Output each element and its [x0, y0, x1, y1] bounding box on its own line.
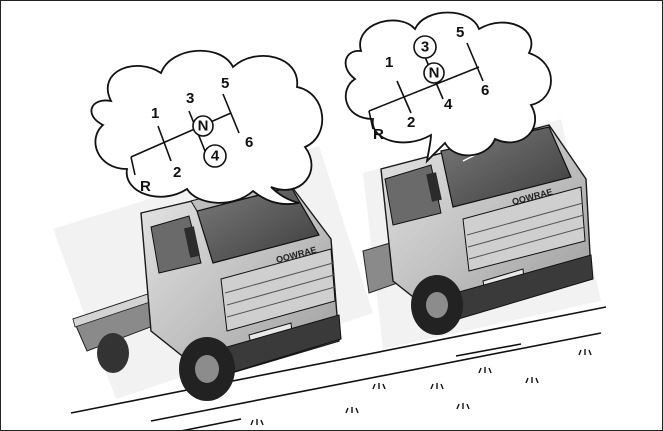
gear-label-2: 2: [407, 114, 415, 131]
gear-label-1: 1: [385, 54, 393, 71]
gear-label-2: 2: [173, 164, 181, 181]
gear-label-r: R: [140, 178, 151, 195]
neutral-label: N: [429, 65, 440, 82]
road-dash: [181, 419, 241, 431]
gear-label-5: 5: [221, 75, 229, 92]
gear-label-4: 4: [211, 148, 220, 165]
thought-bubble-right: R 1 2 3 4 5 6 N: [346, 13, 551, 162]
thought-bubble-left: R 1 2 3 4 5 6 N: [91, 51, 322, 204]
gear-label-3: 3: [421, 39, 429, 56]
gear-label-r: R: [373, 126, 384, 143]
neutral-label: N: [198, 118, 209, 135]
gear-label-4: 4: [444, 96, 453, 113]
grass-tufts: [251, 349, 591, 425]
gear-label-1: 1: [151, 105, 159, 122]
gear-label-6: 6: [245, 134, 253, 151]
gear-label-6: 6: [481, 82, 489, 99]
gear-label-3: 3: [186, 90, 194, 107]
rear-wheel: [97, 333, 129, 373]
gear-label-5: 5: [456, 24, 464, 41]
